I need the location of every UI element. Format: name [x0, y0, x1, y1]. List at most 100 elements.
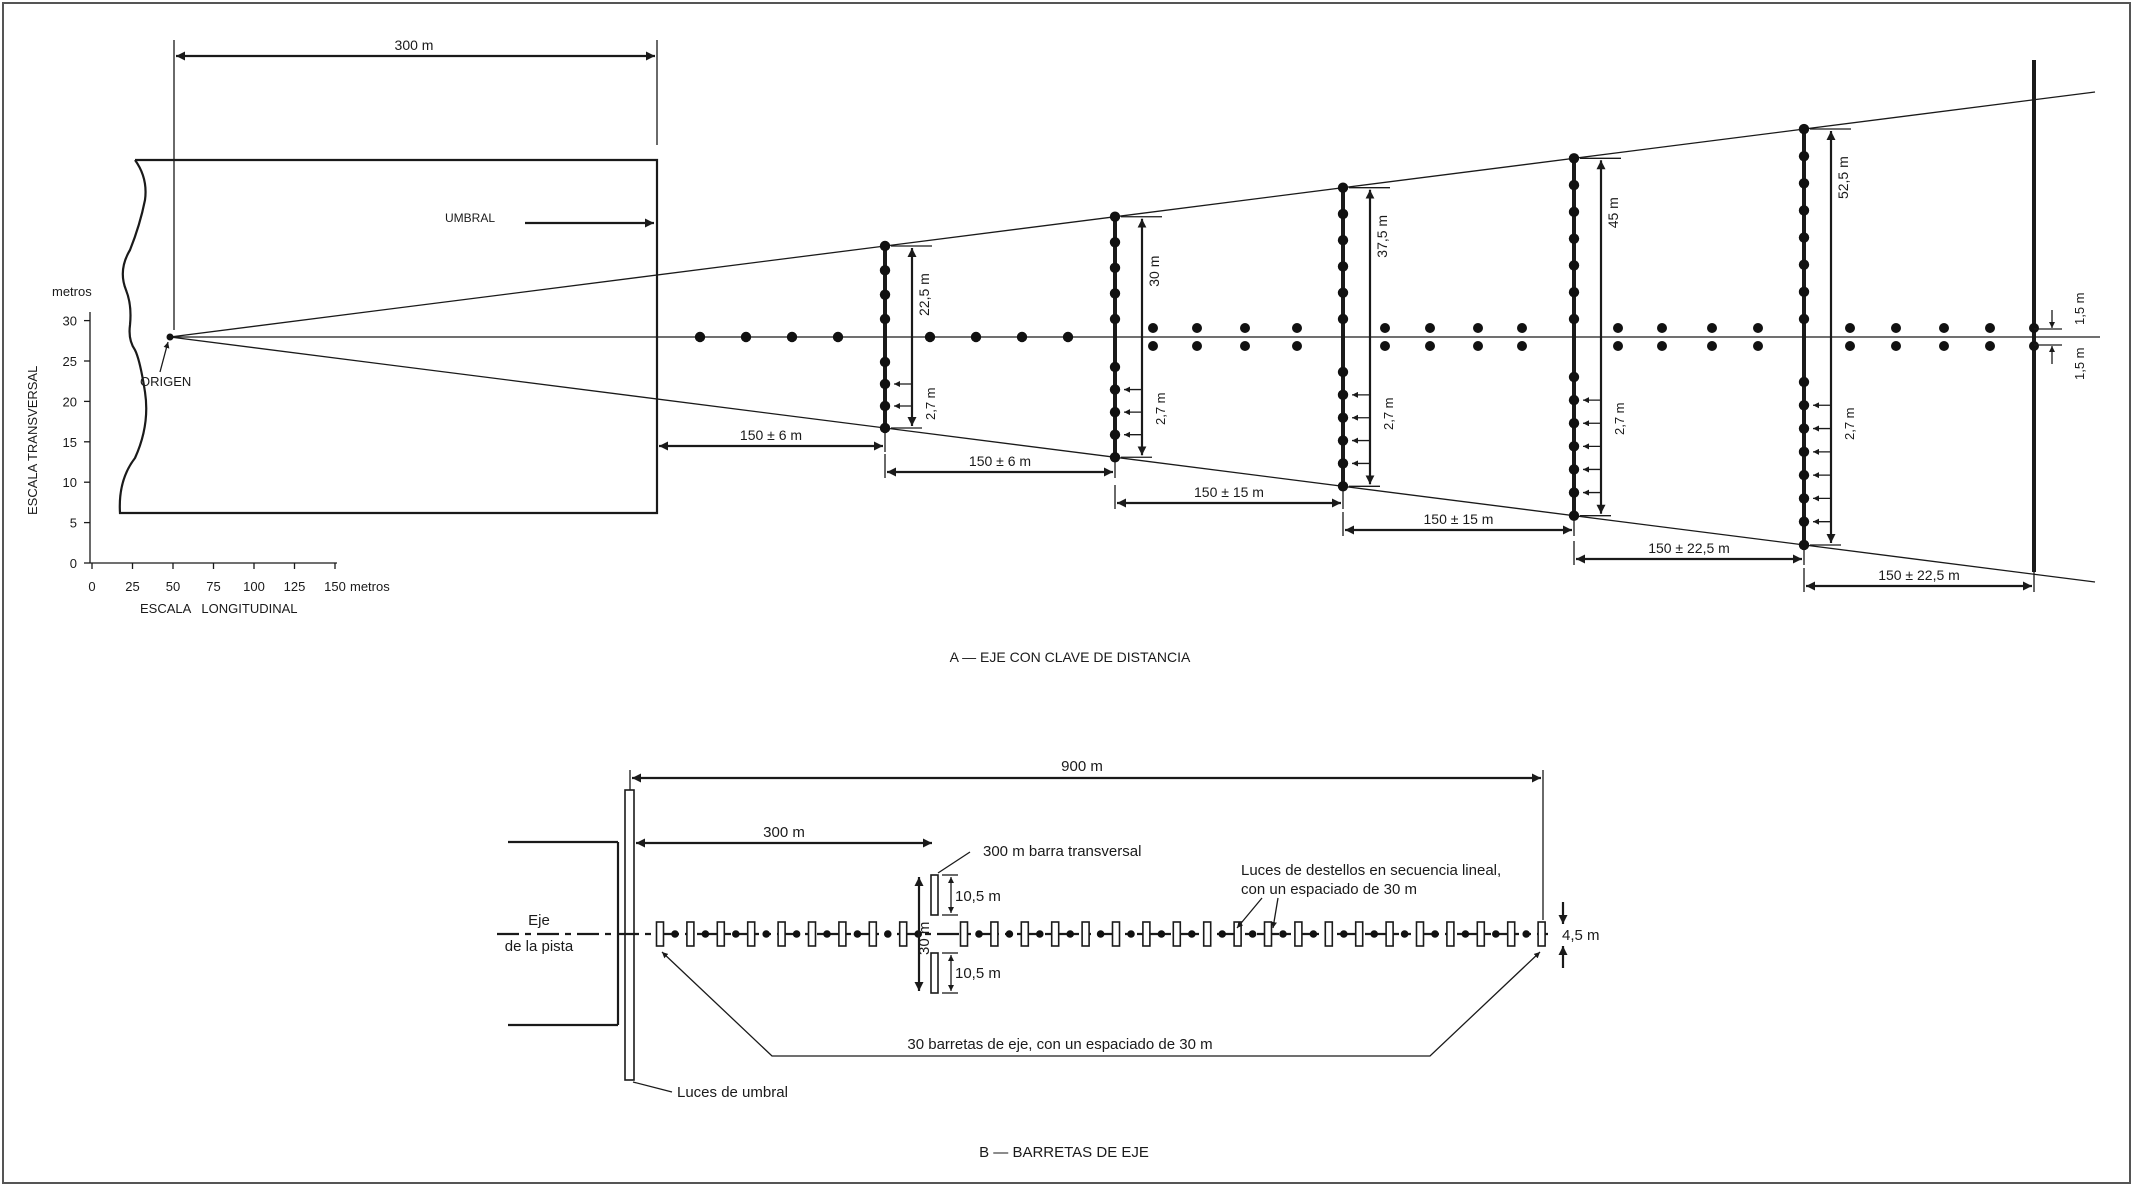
spacing-dim-label: 150 ± 22,5 m [1878, 567, 1960, 583]
flashing-light [1218, 930, 1226, 938]
barrette [1354, 921, 1364, 947]
crossbar-light [879, 289, 891, 300]
crossbar-light [1337, 287, 1349, 298]
approach-limit-upper [169, 91, 2096, 338]
centreline-light [1240, 323, 1250, 333]
barrette [1172, 921, 1182, 947]
x-axis-title: ESCALA LONGITUDINAL [140, 601, 298, 616]
barrette [1050, 921, 1060, 947]
x-tick-label: 0 [88, 579, 95, 594]
crossbar-light [1337, 481, 1349, 492]
crossbar-light [1109, 211, 1121, 222]
crossbar-light [1337, 412, 1349, 423]
crossbar-lower [930, 952, 939, 994]
crossbar-light [1109, 406, 1121, 418]
centreline-light [2029, 341, 2039, 351]
crossbars: 22,5 m2,7 m30 m2,7 m37,5 m2,7 m45 m2,7 m… [166, 123, 1857, 551]
flashing-light [1431, 930, 1439, 938]
y-tick-label: 0 [70, 556, 77, 571]
centreline-lights [694, 323, 2039, 351]
y-axis-unit: metros [52, 284, 92, 299]
barrette [1324, 921, 1334, 947]
centreline-light [1845, 323, 1855, 333]
y-tick-label: 10 [63, 475, 77, 490]
barrette [1111, 921, 1121, 947]
crossbar-light [1568, 287, 1580, 298]
crossbar-light [1798, 423, 1810, 434]
height-dim-label: 52,5 m [1835, 156, 1851, 199]
crossbar-light [1568, 153, 1580, 164]
crossbar-light [1568, 371, 1580, 383]
barrette [1263, 921, 1273, 947]
barrette [1446, 921, 1455, 947]
end-offset-label-top: 1,5 m [2072, 292, 2087, 325]
crossbar-light [1568, 487, 1580, 498]
barrette [898, 921, 908, 947]
crossbar-light [1798, 286, 1810, 298]
light-spacing-label: 2,7 m [1842, 407, 1857, 440]
centreline-light [1657, 323, 1667, 333]
crossbar-light [1568, 464, 1580, 475]
y-axis-title: ESCALA TRANSVERSAL [25, 366, 40, 515]
crossbar-light [1109, 288, 1121, 299]
crossbar-light [1337, 313, 1349, 325]
crossbar-light [1798, 493, 1810, 504]
flashing-light [671, 930, 679, 938]
centreline-light [1425, 323, 1435, 333]
centreline-light [1707, 323, 1717, 333]
crossbar-light [879, 378, 891, 390]
crossbar-light [1568, 418, 1580, 429]
flashing-light [732, 930, 740, 938]
crossbar-light [1568, 441, 1580, 452]
crossbar-light [1798, 259, 1810, 270]
centreline-light [1985, 323, 1995, 333]
crossbar-light [1337, 435, 1349, 446]
flashing-light [1188, 930, 1196, 938]
centreline-light [1292, 323, 1302, 333]
spacing-dim-label: 150 ± 6 m [969, 453, 1031, 469]
crossbar-light [1798, 400, 1810, 411]
x-tick-label: 150 [324, 579, 346, 594]
centreline-light [1292, 341, 1302, 351]
diagram-b: Eje de la pista Luces de umbral 900 m 30… [497, 758, 1600, 1161]
height-dim-label: 30 m [1146, 256, 1162, 287]
flash-note-line-2: con un espaciado de 30 m [1241, 881, 1417, 898]
y-tick-label: 20 [63, 394, 77, 409]
barrette [807, 921, 817, 947]
flashing-light [1522, 930, 1530, 938]
crossbar-pointer [937, 851, 971, 874]
crossbar-light [1337, 389, 1349, 401]
crossbar-light [1798, 150, 1810, 162]
flashing-light [1461, 930, 1470, 938]
barrette [1476, 921, 1486, 947]
centreline-light [1707, 341, 1717, 351]
flash-note-pointer-1 [1236, 897, 1263, 929]
spacing-dim-label: 150 ± 22,5 m [1648, 540, 1730, 556]
crossbar-light [879, 356, 891, 368]
centreline-light [1939, 323, 1949, 333]
centreline-light [740, 331, 752, 343]
flashing-light [762, 930, 770, 938]
light-spacing-label: 2,7 m [1612, 402, 1627, 435]
centreline-light [1985, 341, 1995, 351]
flashing-light [1096, 930, 1105, 938]
flashing-light [792, 930, 801, 938]
crossbar-upper [930, 874, 939, 916]
centreline-light [1380, 323, 1390, 333]
centreline-light [1192, 341, 1202, 351]
flashing-light [1036, 930, 1044, 938]
flashing-light [823, 930, 831, 938]
centreline-light [1891, 341, 1901, 351]
crossbar-light [1568, 179, 1580, 191]
crossbar-light [1568, 260, 1580, 271]
crossbar-light [1568, 206, 1580, 218]
crossbar-light [1337, 366, 1349, 378]
flash-note-pointer-2 [1271, 897, 1279, 929]
barrette [1233, 921, 1242, 947]
centreline-light [1753, 323, 1763, 333]
runway-outline [118, 158, 659, 515]
y-tick-label: 15 [63, 435, 77, 450]
crossbar-light [879, 240, 891, 252]
centreline-light [1425, 341, 1435, 351]
